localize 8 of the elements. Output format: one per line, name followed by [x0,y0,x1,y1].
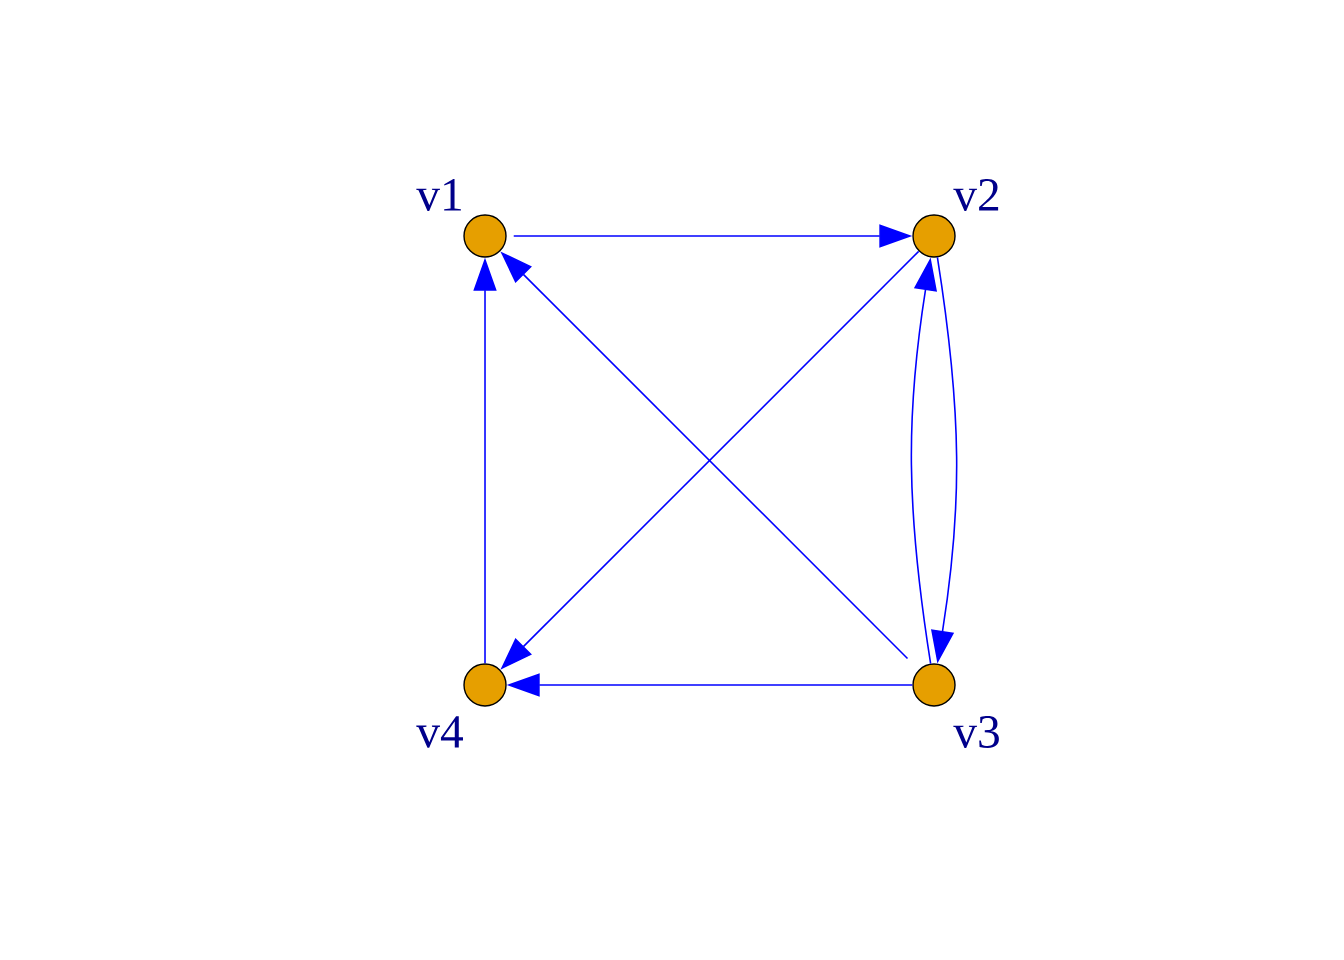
vertex-label: v4 [416,716,463,748]
vertex-dot [912,663,956,707]
vertex-label: v3 [953,716,999,748]
vertex-label: v2 [953,179,999,211]
vertex-dot [463,214,507,258]
vertex-dot [463,663,507,707]
vertex-dot [912,214,956,258]
vertex-label: v1 [416,179,461,211]
